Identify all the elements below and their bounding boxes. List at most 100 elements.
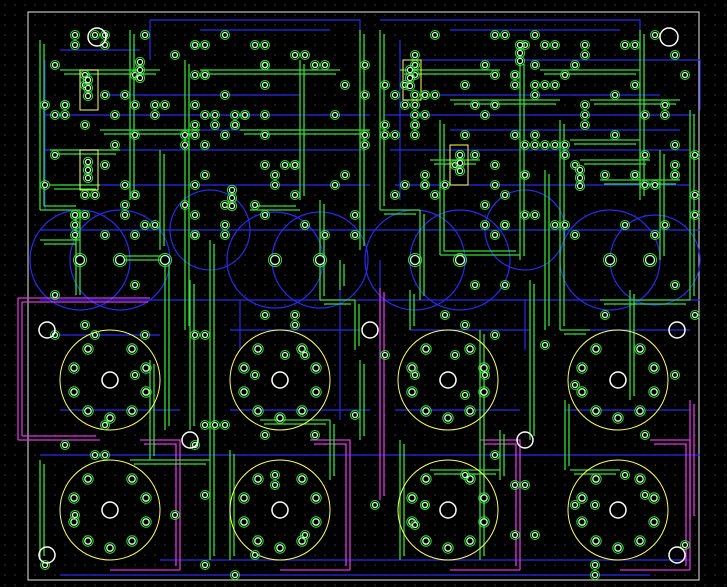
transistor-pad: [84, 92, 92, 100]
component-pad-ring: [460, 390, 470, 400]
transistor-pad: [576, 174, 584, 182]
component-pad-ring: [140, 220, 150, 230]
component-pad-ring: [80, 120, 90, 130]
component-pad-ring: [530, 210, 540, 220]
component-pad: [271, 181, 279, 189]
socket-pin-pad: [142, 518, 150, 526]
component-pad: [531, 211, 539, 219]
socket-pin-pad-ring: [274, 542, 286, 554]
transistor-pad-ring: [574, 180, 586, 192]
component-pad-ring: [300, 530, 310, 540]
component-pad-ring: [200, 420, 210, 430]
socket-pin-pad: [480, 364, 488, 372]
component-pad: [191, 121, 199, 129]
component-pad: [481, 371, 489, 379]
socket-pin-pad: [408, 388, 416, 396]
component-pad-ring: [260, 310, 270, 320]
component-pad-ring: [640, 180, 650, 190]
component-pad: [281, 351, 289, 359]
component-pad: [71, 41, 79, 49]
transistor-pad: [406, 66, 414, 74]
socket-pin-pad: [240, 494, 248, 502]
socket-pin-pad-ring: [406, 516, 418, 528]
component-pad: [241, 111, 249, 119]
mounting-hole: [668, 546, 686, 564]
component-pad-ring: [490, 330, 500, 340]
component-pad: [221, 31, 229, 39]
component-pad-ring: [280, 350, 290, 360]
transistor-pad: [136, 58, 144, 66]
socket-pin-pad: [422, 407, 430, 415]
socket-pin-pad-ring: [442, 542, 454, 554]
component-pad: [541, 81, 549, 89]
socket-pin-pad: [254, 475, 262, 483]
component-pad-ring: [190, 40, 200, 50]
component-pad: [671, 281, 679, 289]
component-pad: [71, 231, 79, 239]
tube-socket-outline: [229, 459, 331, 561]
component-pad-ring: [50, 110, 60, 120]
transistor-pad-ring: [574, 164, 586, 176]
component-pad: [151, 101, 159, 109]
component-pad: [491, 31, 499, 39]
socket-pin-pad-ring: [648, 516, 660, 528]
mounting-hole: [516, 431, 534, 449]
terminal-pad: [114, 254, 126, 266]
terminal-pad: [159, 254, 171, 266]
component-pad: [441, 311, 449, 319]
component-pad-ring: [410, 370, 420, 380]
component-pad: [261, 111, 269, 119]
socket-pin-pad-ring: [442, 412, 454, 424]
component-pad: [421, 111, 429, 119]
component-pad: [621, 471, 629, 479]
component-pad: [391, 191, 399, 199]
component-pad-ring: [410, 130, 420, 140]
component-pad-ring: [220, 90, 230, 100]
component-pad-ring: [450, 350, 460, 360]
socket-pin-pad: [70, 518, 78, 526]
component-pad-ring: [540, 80, 550, 90]
component-pad: [101, 451, 109, 459]
component-pad: [271, 471, 279, 479]
component-pad-ring: [470, 280, 480, 290]
component-pad-ring: [630, 170, 640, 180]
component-pad: [141, 31, 149, 39]
component-pad: [551, 41, 559, 49]
socket-pin-pad-ring: [420, 343, 432, 355]
component-pad: [471, 151, 479, 159]
tube-socket-outline: [229, 329, 331, 431]
component-pad-ring: [490, 180, 500, 190]
component-pad: [351, 231, 359, 239]
transistor-pad-ring: [454, 149, 466, 161]
component-pad-ring: [260, 110, 270, 120]
socket-pin-pad-ring: [140, 516, 152, 528]
transistor-pad: [456, 159, 464, 167]
component-pad-ring: [630, 80, 640, 90]
component-pad: [201, 111, 209, 119]
component-pad: [621, 221, 629, 229]
component-pad-ring: [320, 60, 330, 70]
component-pad-ring: [570, 500, 580, 510]
component-pad-ring: [640, 110, 650, 120]
socket-pin-pad-ring: [310, 516, 322, 528]
socket-pin-pad: [298, 475, 306, 483]
transistor-pad-ring: [226, 192, 238, 204]
component-pad-ring: [130, 230, 140, 240]
component-pad: [511, 131, 519, 139]
component-pad-ring: [250, 200, 260, 210]
component-pad-ring: [690, 210, 700, 220]
transistor-pad: [456, 167, 464, 175]
component-pad: [231, 121, 239, 129]
component-pad: [671, 371, 679, 379]
component-pad: [421, 171, 429, 179]
socket-pin-pad: [444, 544, 452, 552]
component-pad-ring: [130, 100, 140, 110]
component-pad: [561, 151, 569, 159]
mounting-hole: [38, 321, 56, 339]
component-pad-ring: [600, 310, 610, 320]
component-pad: [111, 141, 119, 149]
component-pad: [671, 51, 679, 59]
terminal-pad-ring: [643, 253, 657, 267]
component-pad: [461, 391, 469, 399]
